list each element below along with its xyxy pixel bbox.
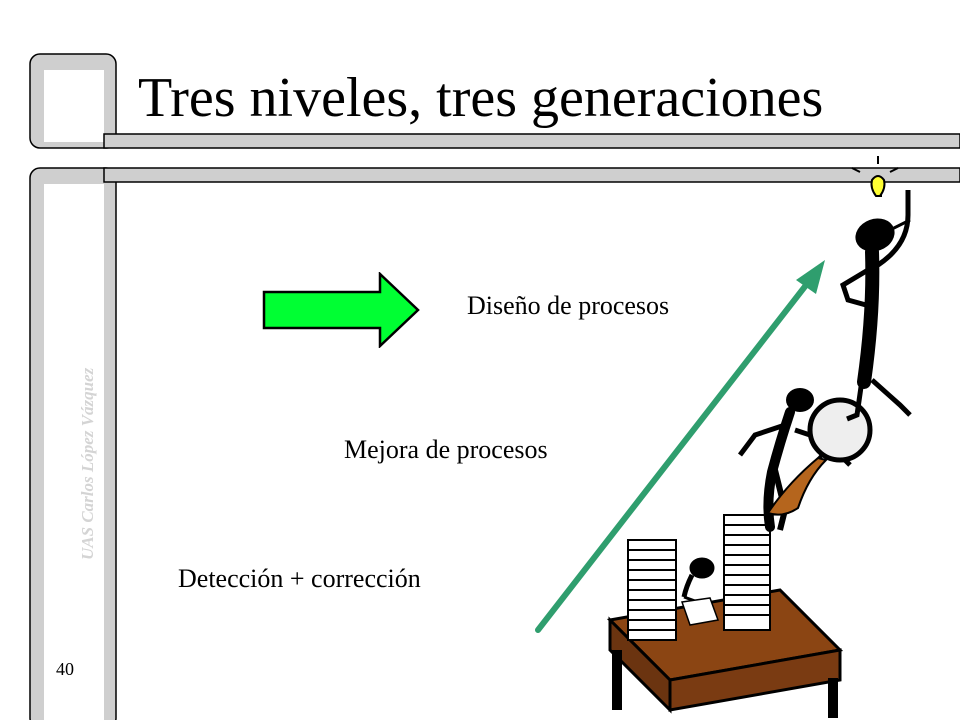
diagonal-up-arrow-icon: [535, 260, 825, 633]
right-arrow-icon: [262, 272, 420, 348]
idea-figure-icon: [839, 190, 912, 422]
level-process-design: Diseño de procesos: [467, 291, 670, 320]
paper-stack-icon: [627, 514, 771, 641]
page-number: 40: [56, 659, 74, 679]
inspector-figure-icon: [738, 388, 873, 532]
author-watermark: UAS Carlos López Vázquez: [78, 367, 97, 560]
level-process-improvement: Mejora de procesos: [344, 435, 548, 464]
lightbulb-icon: [851, 156, 899, 197]
slide-title: Tres niveles, tres generaciones: [138, 67, 824, 129]
worker-figure-icon: [680, 557, 720, 626]
level-detection-correction: Detección + corrección: [178, 564, 421, 593]
evolution-figures-clipart: [606, 156, 912, 718]
